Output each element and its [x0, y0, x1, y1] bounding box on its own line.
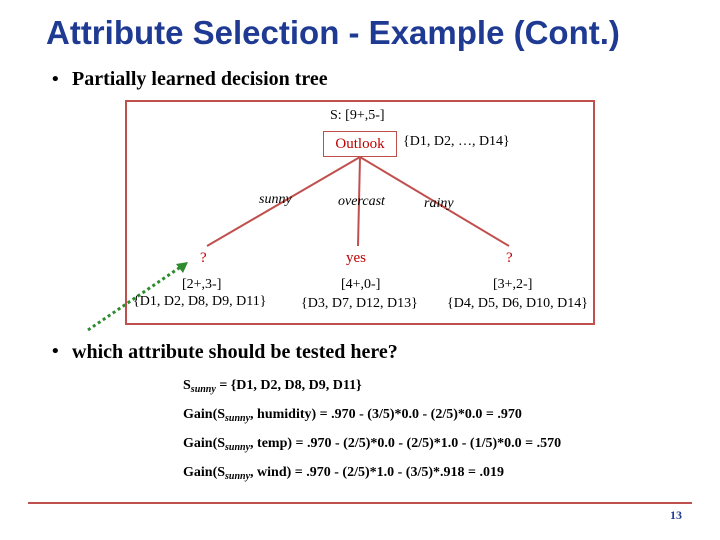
- calc-line-gain-humidity: Gain(Ssunny, humidity) = .970 - (3/5)*0.…: [183, 407, 522, 424]
- child-sunny-set: {D1, D2, D8, D9, D11}: [133, 294, 267, 309]
- slide-title: Attribute Selection - Example (Cont.): [46, 14, 620, 51]
- edge-rainy-line: [359, 156, 510, 247]
- page-number: 13: [670, 508, 682, 522]
- child-rainy-set: {D4, D5, D6, D10, D14}: [447, 296, 588, 311]
- calc-line-gain-wind: Gain(Ssunny, wind) = .970 - (2/5)*1.0 - …: [183, 465, 504, 482]
- edge-label-rainy: rainy: [424, 196, 454, 211]
- footer-rule: [28, 502, 692, 504]
- child-rainy-counts: [3+,2-]: [493, 277, 533, 292]
- edge-label-overcast: overcast: [338, 194, 385, 209]
- child-sunny-label: ?: [200, 250, 207, 266]
- bullet-icon: •: [50, 341, 61, 362]
- edge-overcast-line: [357, 156, 361, 247]
- pointer-arrow-line: [87, 264, 183, 332]
- root-set: {D1, D2, …, D14}: [403, 134, 510, 149]
- root-counts: S: [9+,5-]: [330, 108, 385, 123]
- child-overcast-counts: [4+,0-]: [341, 277, 381, 292]
- bullet-text-tree: Partially learned decision tree: [72, 68, 328, 90]
- child-rainy-label: ?: [506, 250, 513, 266]
- bullet-icon: •: [50, 69, 61, 90]
- edge-label-sunny: sunny: [259, 192, 292, 207]
- child-sunny-counts: [2+,3-]: [182, 277, 222, 292]
- pointer-arrow-head: [176, 262, 188, 273]
- edge-sunny-line: [206, 156, 361, 247]
- child-overcast-label: yes: [346, 250, 366, 266]
- tree-frame: [125, 100, 595, 325]
- root-node-outlook: Outlook: [323, 131, 397, 157]
- calc-line-gain-temp: Gain(Ssunny, temp) = .970 - (2/5)*0.0 - …: [183, 436, 562, 453]
- bullet-text-question: which attribute should be tested here?: [72, 341, 398, 363]
- calc-line-s-sunny: Ssunny = {D1, D2, D8, D9, D11}: [183, 378, 362, 395]
- child-overcast-set: {D3, D7, D12, D13}: [301, 296, 418, 311]
